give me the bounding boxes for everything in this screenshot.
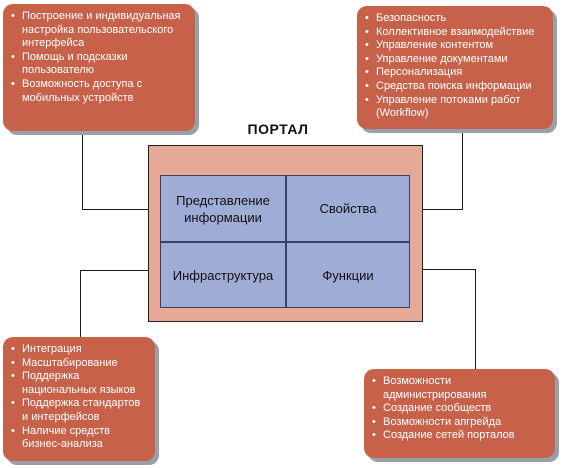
list-item: Интеграция — [11, 343, 147, 357]
connector-top-right-h — [408, 209, 463, 210]
list-item: Создание сообществ — [372, 402, 547, 416]
list-item: Безопасность — [365, 12, 545, 26]
connector-top-left-h — [82, 209, 162, 210]
callout-top-right-list: Безопасность Коллективное взаимодействие… — [365, 12, 545, 121]
grid-divider-horizontal — [161, 241, 409, 243]
connector-top-right — [462, 129, 463, 210]
callout-bottom-right-list: Возможности администрирования Создание с… — [372, 375, 547, 443]
cell-properties: Свойства — [319, 201, 377, 216]
connector-bottom-left-h — [80, 270, 162, 271]
list-item: Персонализация — [365, 66, 545, 80]
list-item: Поддержка национальных языков — [11, 370, 147, 397]
callout-top-right: Безопасность Коллективное взаимодействие… — [357, 6, 553, 129]
list-item: Возможности администрирования — [372, 375, 547, 402]
list-item: Построение и индивидуальная настройка по… — [11, 10, 187, 51]
cell-infrastructure: Инфраструктура — [172, 267, 274, 283]
callout-top-left: Построение и индивидуальная настройка по… — [3, 4, 195, 131]
list-item: Наличие средств бизнес-анализа — [11, 425, 147, 452]
connector-bottom-left — [80, 270, 81, 337]
connector-bottom-right — [475, 269, 476, 369]
list-item: Создание сетей порталов — [372, 429, 547, 443]
callout-bottom-left-list: Интеграция Масштабирование Поддержка нац… — [11, 343, 147, 452]
connector-top-left — [82, 131, 83, 210]
list-item: Управление документами — [365, 53, 545, 67]
list-item: Поддержка стандартов и интерфейсов — [11, 397, 147, 424]
connector-bottom-right-h — [408, 269, 476, 270]
list-item: Средства поиска информации — [365, 80, 545, 94]
cell-presentation: Представление информации — [176, 192, 270, 225]
list-item: Коллективное взаимодействие — [365, 26, 545, 40]
cell-functions: Функции — [322, 267, 374, 283]
portal-grid: Представление информации Свойства Инфрас… — [160, 175, 410, 308]
callout-top-left-list: Построение и индивидуальная настройка по… — [11, 10, 187, 105]
list-item: Возможности апгрейда — [372, 416, 547, 430]
callout-bottom-left: Интеграция Масштабирование Поддержка нац… — [3, 337, 155, 461]
callout-bottom-right: Возможности администрирования Создание с… — [364, 369, 555, 458]
list-item: Управление потоками работ (Workflow) — [365, 94, 545, 121]
list-item: Управление контентом — [365, 39, 545, 53]
list-item: Возможность доступа с мобильных устройст… — [11, 78, 187, 105]
list-item: Помощь и подсказки пользователю — [11, 51, 187, 78]
list-item: Масштабирование — [11, 357, 147, 371]
portal-title: ПОРТАЛ — [247, 121, 309, 137]
